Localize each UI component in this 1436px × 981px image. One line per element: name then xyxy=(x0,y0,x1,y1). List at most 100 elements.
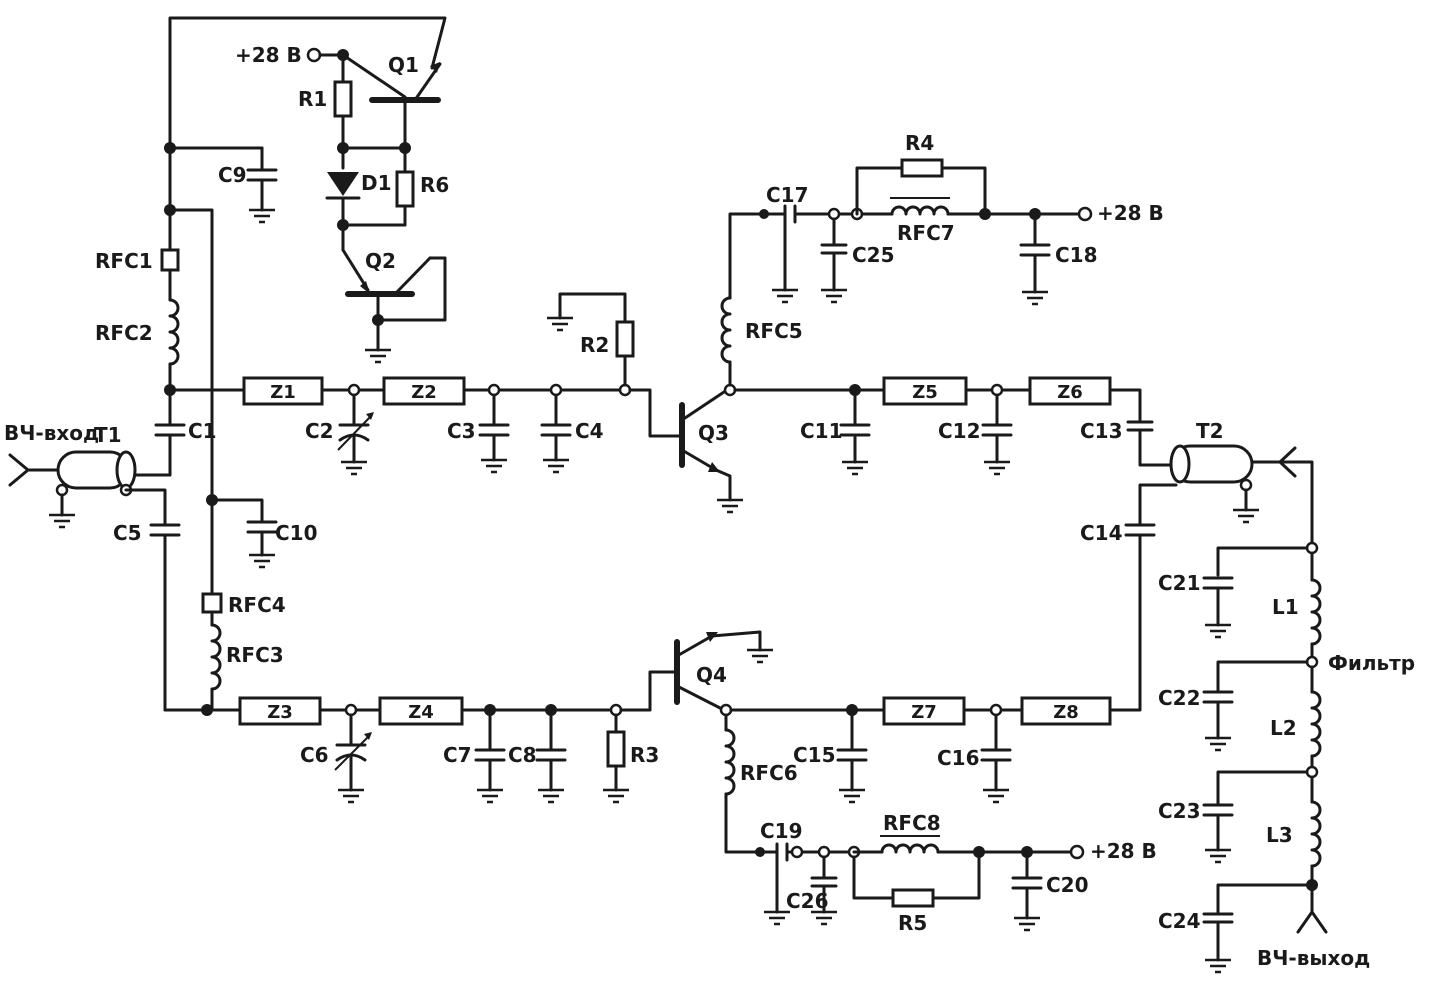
rfc7-choke xyxy=(890,205,950,216)
q3-output-line xyxy=(733,376,1174,476)
t1-label: T1 xyxy=(94,423,122,447)
c4-label: C4 xyxy=(575,419,604,443)
z8-label: Z8 xyxy=(1053,702,1079,723)
t2-label: T2 xyxy=(1196,419,1224,443)
capacitor-c5 xyxy=(149,523,181,712)
rfc1-label: RFC1 xyxy=(95,249,153,273)
inductor-l1 xyxy=(1310,578,1322,646)
r1-label: R1 xyxy=(298,87,327,111)
bias-network xyxy=(168,16,447,364)
stripline-z7 xyxy=(882,696,966,726)
inductor-l3 xyxy=(1310,800,1322,868)
rfc2-label: RFC2 xyxy=(95,321,153,345)
resistor-r1 xyxy=(333,80,353,118)
rfc4-label: RFC4 xyxy=(228,593,286,617)
q1-label: Q1 xyxy=(388,53,419,77)
c11-label: C11 xyxy=(800,419,843,443)
rfc4-choke xyxy=(201,592,223,614)
c19-label: C19 xyxy=(760,819,803,843)
c26-label: C26 xyxy=(786,889,829,913)
c13-label: C13 xyxy=(1080,419,1123,443)
rfc5-label: RFC5 xyxy=(745,319,803,343)
rfc3-choke xyxy=(210,623,222,691)
resistor-r2 xyxy=(615,320,635,358)
stripline-z3 xyxy=(238,696,322,726)
c9-label: C9 xyxy=(218,163,247,187)
c1-label: C1 xyxy=(188,419,217,443)
r5-label: R5 xyxy=(898,911,927,935)
c7-label: C7 xyxy=(443,743,472,767)
transistor-q3 xyxy=(679,383,745,514)
upper-matching-line xyxy=(168,292,682,476)
z5-label: Z5 xyxy=(912,382,938,403)
rfc3-label: RFC3 xyxy=(226,643,284,667)
c20-label: C20 xyxy=(1046,873,1089,897)
c6-label: C6 xyxy=(300,743,329,767)
c3-label: C3 xyxy=(447,419,476,443)
capacitor-c1 xyxy=(154,388,186,450)
c17-label: C17 xyxy=(766,183,809,207)
c22-label: C22 xyxy=(1158,686,1201,710)
resistor-r6 xyxy=(395,170,415,208)
q4-supply-network xyxy=(724,713,1085,932)
stripline-z8 xyxy=(1020,696,1112,726)
c10-label: C10 xyxy=(275,521,318,545)
rf-output-label: ВЧ-выход xyxy=(1257,946,1370,970)
l1-label: L1 xyxy=(1272,595,1299,619)
rf-input-label: ВЧ-вход xyxy=(4,421,99,445)
labels: +28 В +28 В +28 В ВЧ-вход ВЧ-выход Фильт… xyxy=(4,43,1415,970)
z4-label: Z4 xyxy=(408,702,434,723)
inductor-l2 xyxy=(1310,690,1322,758)
supply-label-top: +28 В xyxy=(235,43,302,67)
rfc7-label: RFC7 xyxy=(897,221,955,245)
r3-label: R3 xyxy=(630,743,659,767)
c23-label: C23 xyxy=(1158,799,1201,823)
stripline-z4 xyxy=(378,696,464,726)
stripline-z6 xyxy=(1028,376,1112,406)
l3-label: L3 xyxy=(1266,823,1293,847)
resistor-r3 xyxy=(606,730,626,768)
z6-label: Z6 xyxy=(1057,382,1083,403)
rfc6-choke xyxy=(724,728,736,796)
rfc8-choke xyxy=(880,843,940,854)
r2-label: R2 xyxy=(580,333,609,357)
rfc2-choke xyxy=(168,298,180,366)
c16-label: C16 xyxy=(937,746,980,770)
rfc5-choke xyxy=(720,296,732,364)
c2-label: C2 xyxy=(305,419,334,443)
upper-bias-rail xyxy=(160,142,278,502)
supply-label-right-bottom: +28 В xyxy=(1090,839,1157,863)
rfc6-label: RFC6 xyxy=(740,761,798,785)
q3-label: Q3 xyxy=(698,421,729,445)
z2-label: Z2 xyxy=(411,382,437,403)
transformer-t2 xyxy=(1169,444,1314,548)
r6-label: R6 xyxy=(420,173,449,197)
resistor-r5 xyxy=(891,888,935,908)
c12-label: C12 xyxy=(938,419,981,443)
r4-label: R4 xyxy=(905,131,934,155)
transformer-t1 xyxy=(8,443,172,529)
d1-label: D1 xyxy=(361,171,392,195)
supply-label-right-top: +28 В xyxy=(1097,201,1164,225)
z3-label: Z3 xyxy=(267,702,293,723)
c8-label: C8 xyxy=(508,743,537,767)
resistor-r4 xyxy=(900,158,944,178)
z1-label: Z1 xyxy=(270,382,296,403)
transistor-q4 xyxy=(674,630,775,717)
q3-supply-network xyxy=(720,158,1093,387)
c21-label: C21 xyxy=(1158,571,1201,595)
q4-label: Q4 xyxy=(696,663,727,687)
rfc1-choke xyxy=(160,248,180,272)
c5-label: C5 xyxy=(113,521,142,545)
rfc8-label: RFC8 xyxy=(883,811,941,835)
z7-label: Z7 xyxy=(911,702,937,723)
c18-label: C18 xyxy=(1055,243,1098,267)
output-filter xyxy=(1202,541,1328,974)
c25-label: C25 xyxy=(852,243,895,267)
q2-label: Q2 xyxy=(365,249,396,273)
q4-output-line xyxy=(729,483,1178,804)
lower-matching-line xyxy=(163,670,677,804)
filter-label: Фильтр xyxy=(1328,651,1415,675)
c24-label: C24 xyxy=(1158,909,1201,933)
